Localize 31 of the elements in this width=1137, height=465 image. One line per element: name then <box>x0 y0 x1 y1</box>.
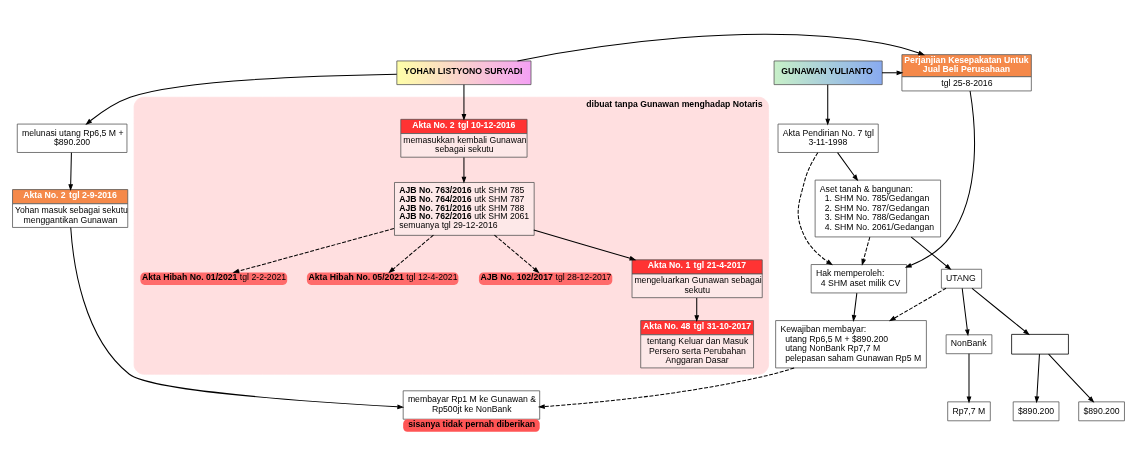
arrow <box>461 156 467 184</box>
arrow <box>388 234 434 273</box>
arrow <box>904 90 976 268</box>
arrow <box>232 227 395 273</box>
arrow <box>961 287 970 336</box>
node-label: sisanya tidak pernah diberikan <box>408 418 536 429</box>
arrow <box>70 226 405 409</box>
arrow <box>461 83 467 121</box>
arrow <box>1048 353 1095 403</box>
arrow <box>537 366 795 409</box>
arrow <box>888 287 947 321</box>
arrow <box>966 352 972 403</box>
arrow <box>694 297 700 322</box>
arrow <box>837 151 859 181</box>
arrow <box>68 151 74 191</box>
arrow <box>861 236 871 266</box>
arrow <box>797 151 833 265</box>
arrow <box>910 236 952 270</box>
arrow <box>493 234 540 273</box>
arrow <box>533 228 637 260</box>
arrow <box>881 69 904 75</box>
node-box: AJB No. 102/2017 tgl 28-12-2017 <box>478 271 613 285</box>
arrow <box>971 287 1030 335</box>
arrow <box>851 292 858 322</box>
arrow <box>516 33 926 61</box>
node-box: Akta Hibah No. 01/2021 tgl 2-2-2021 <box>140 271 288 285</box>
arrow <box>825 83 831 126</box>
arrow <box>1034 353 1040 403</box>
node-box: Akta Hibah No. 05/2021 tgl 12-4-2021 <box>306 271 459 285</box>
node-box <box>1011 333 1069 354</box>
arrow <box>85 73 398 125</box>
